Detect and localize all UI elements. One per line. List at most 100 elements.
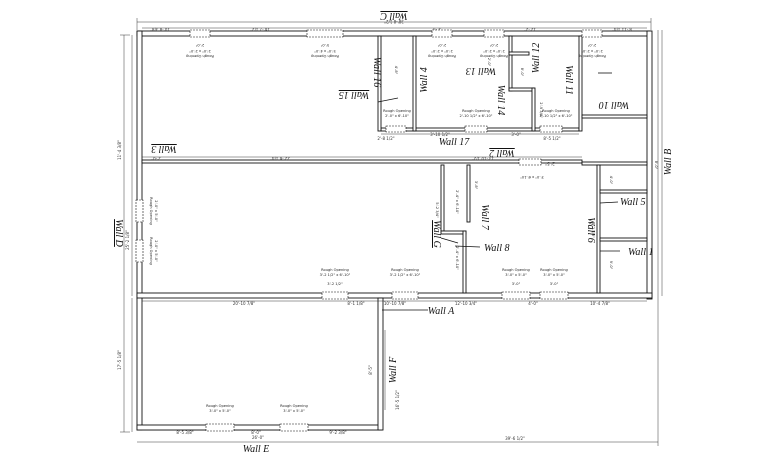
ro-label-c3: Rough Opening bbox=[428, 54, 456, 58]
dim-w2-right: 2'-5" bbox=[545, 161, 555, 166]
dim-c-total: 38'-8 1/2" bbox=[384, 19, 404, 24]
dim-c-open2: 5'-0" bbox=[320, 43, 329, 47]
dim-w2-mid: 13'-10 1/2" bbox=[472, 156, 494, 161]
ro-label-w17c: Rough Opening bbox=[383, 109, 411, 113]
ro-w8a: 2'-4" x 6'-10" bbox=[455, 246, 459, 270]
label-wall-g: Wall G bbox=[431, 220, 442, 248]
label-wall-7: Wall 7 bbox=[479, 204, 490, 230]
dim-f-low: 16'-5 1/2" bbox=[395, 390, 400, 410]
ro-label-a1: Rough Opening bbox=[321, 268, 349, 272]
label-wall-15: Wall 15 bbox=[339, 89, 369, 100]
wall-d-left bbox=[136, 30, 143, 431]
label-wall-e: Wall E bbox=[243, 444, 270, 455]
ro-label-a4: Rough Opening bbox=[540, 268, 568, 272]
ro-c1: 2'-0" x 2'-0" bbox=[189, 49, 211, 53]
ro-c4: 2'-0" x 2'-0" bbox=[483, 49, 505, 53]
ro-label-c4: Rough Opening bbox=[480, 54, 508, 58]
dim-c-seg2: 16'-7 1/2" bbox=[250, 27, 270, 32]
ro-w17b: 2'-10 1/2" x 6'-10" bbox=[540, 114, 573, 118]
dim-c-seg5: 8'-11 1/4" bbox=[612, 27, 632, 32]
dim-a-seg6: 10'-4 7/8" bbox=[590, 301, 610, 306]
dim-e-left: 8'-5 3/8" bbox=[176, 430, 193, 435]
label-wall-3: Wall 3 bbox=[151, 143, 176, 154]
label-wall-4: Wall 4 bbox=[419, 67, 430, 92]
ro-label-e1: Rough Opening bbox=[206, 404, 234, 408]
dim-c-open4: 2'-0" bbox=[489, 43, 498, 47]
ro-d1: 2'-0" x 5'-0" bbox=[154, 200, 158, 222]
wall-e-openings: Rough Opening 3'-0" x 5'-0" Rough Openin… bbox=[176, 404, 525, 441]
ro-label-c5: Rough Opening bbox=[578, 54, 606, 58]
ro-e2: 3'-0" x 5'-0" bbox=[283, 409, 305, 413]
ro-w7a: 2'-4" x 6'-10" bbox=[455, 190, 459, 214]
room-dimensions: 4'-8" 8'-0" 2'-9 3/4" 2'-0" 5'-2 3/4" 3'… bbox=[394, 58, 658, 270]
ro-a4: 3'-0" x 5'-0" bbox=[543, 273, 565, 277]
dim-w17-right: 8'-5 1/2" bbox=[543, 136, 560, 141]
label-wall-17: Wall 17 bbox=[439, 137, 470, 148]
dim-a-seg2: 8'-1 1/8" bbox=[347, 301, 364, 306]
dim-w17-mid: 3'-10 1/2" bbox=[430, 132, 450, 137]
dim-w6-len: 7'-2 5/8" bbox=[591, 222, 595, 238]
wall-f-dimensions: 8'-5" 16'-5 1/2" bbox=[368, 330, 400, 410]
ro-c2: 5'-0" x 4'-0" bbox=[314, 49, 336, 53]
dim-d-upper: 11'-4 3/8" bbox=[117, 140, 122, 160]
dim-a-open1: 3'-2 1/2" bbox=[327, 282, 343, 286]
ro-e1: 3'-0" x 5'-0" bbox=[209, 409, 231, 413]
ro-a2: 3'-2 1/2" x 6'-10" bbox=[390, 273, 421, 277]
wall-labels: Wall A Wall B Wall C Wall D Wall E Wall … bbox=[113, 10, 674, 455]
dim-w3-left: 2'-0" bbox=[151, 156, 161, 161]
ro-label-a2: Rough Opening bbox=[391, 268, 419, 272]
ro-c3: 2'-0" x 2'-0" bbox=[431, 49, 453, 53]
ro-w17a: 2'-10 1/2" x 6'-10" bbox=[460, 114, 493, 118]
dim-c-open3: 2'-0" bbox=[437, 43, 446, 47]
wall-f bbox=[377, 297, 384, 431]
dim-c-seg3: 2'-3" bbox=[431, 27, 441, 32]
ro-label-d1: Rough Opening bbox=[149, 197, 153, 225]
dim-w9-len: 5'-2 3/4" bbox=[435, 202, 439, 218]
dim-c-seg1: 10'-8 3/8" bbox=[150, 27, 170, 32]
wall-a-openings: Rough Opening 3'-2 1/2" x 6'-10" 3'-2 1/… bbox=[320, 268, 569, 300]
dim-f-len: 8'-5" bbox=[368, 365, 373, 375]
ro-a3: 3'-0" x 5'-0" bbox=[505, 273, 527, 277]
label-wall-5: Wall 5 bbox=[620, 197, 645, 208]
dim-w13-len: 2'-0" bbox=[487, 58, 491, 67]
dim-a-open3: 3'-0" bbox=[550, 282, 559, 286]
label-wall-13: Wall 13 bbox=[466, 65, 496, 76]
ro-label-c2: Rough Opening bbox=[311, 54, 339, 58]
ro-w2a: 3'-0" x 6'-10" bbox=[520, 175, 544, 179]
dim-w3-mid: 22'-6 1/4" bbox=[270, 156, 290, 161]
wall-c-top bbox=[136, 30, 652, 37]
wall-d-details: 11'-4 3/8" 17'-5 1/8" 25'-2 1/8" Rough O… bbox=[117, 140, 158, 370]
dim-w14-len: 2'-9 3/4" bbox=[539, 102, 543, 118]
dim-d-total: 25'-2 1/8" bbox=[125, 230, 130, 250]
ro-w17c: 2'-0" x 6'-10" bbox=[385, 114, 409, 118]
dim-a-seg1: 20'-10 7/8" bbox=[233, 301, 255, 306]
label-wall-2: Wall 2 bbox=[489, 147, 514, 158]
dim-b-total: 8'-0" bbox=[654, 161, 658, 170]
dim-w6-top: 4'-0" bbox=[609, 176, 613, 185]
dim-c-open1: 2'-0" bbox=[195, 43, 204, 47]
dim-d-lower: 17'-5 1/8" bbox=[117, 350, 122, 370]
ro-label-w17a: Rough Opening bbox=[462, 109, 490, 113]
label-wall-f: Wall F bbox=[388, 356, 399, 383]
label-wall-11: Wall 11 bbox=[563, 65, 574, 95]
dim-w17-mid2: 3'-0" bbox=[511, 132, 521, 137]
dim-a-open2: 3'-0" bbox=[512, 282, 521, 286]
wall-b-right bbox=[646, 30, 653, 300]
wall-c-details: 38'-8 1/2" 10'-8 3/8" 16'-7 1/2" 2'-3" 1… bbox=[142, 19, 647, 58]
dim-a-seg3: 10'-10 7/8" bbox=[384, 301, 406, 306]
label-wall-a: Wall A bbox=[428, 306, 455, 317]
label-wall-10: Wall 10 bbox=[599, 99, 629, 110]
ro-c5: 2'-0" x 2'-0" bbox=[581, 49, 603, 53]
label-wall-8: Wall 8 bbox=[484, 243, 509, 254]
dim-wall-e: 26'-0" bbox=[252, 435, 264, 440]
dim-c-open5: 2'-0" bbox=[587, 43, 596, 47]
label-wall-16: Wall 16 bbox=[371, 57, 382, 87]
ro-label-a3: Rough Opening bbox=[502, 268, 530, 272]
ro-label-c1: Rough Opening bbox=[186, 54, 214, 58]
dim-w17-left: 2'-8 1/2" bbox=[377, 136, 394, 141]
ro-label-e2: Rough Opening bbox=[280, 404, 308, 408]
label-wall-d: Wall D bbox=[113, 219, 124, 247]
wall-a-dimensions: 20'-10 7/8" 8'-1 1/8" 10'-10 7/8" 12'-10… bbox=[142, 300, 647, 306]
dim-overall-bottom: 39'-6 1/2" bbox=[505, 436, 525, 441]
